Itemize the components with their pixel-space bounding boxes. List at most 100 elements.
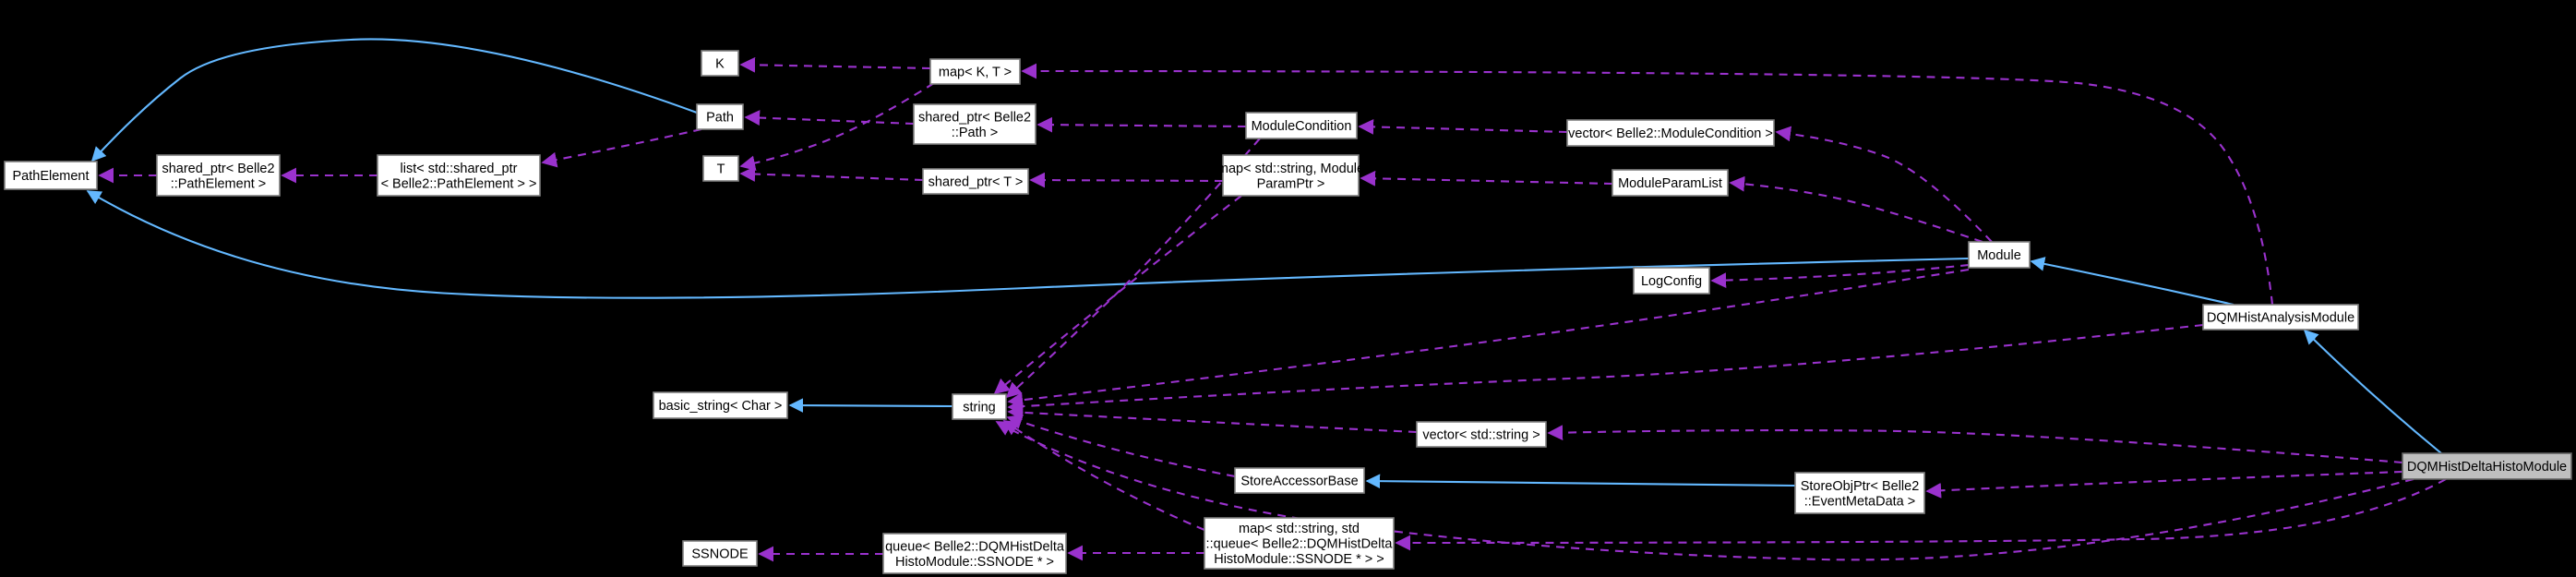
- edge-dqm-hist-delta-histo-module-to-store-obj-ptr-event-meta-data: [1925, 470, 2403, 499]
- edge-dqm-hist-delta-histo-module-to-vector-std-string: [1547, 425, 2403, 464]
- node-basic-string-char[interactable]: basic_string< Char >: [653, 391, 788, 419]
- edge-dqm-hist-delta-histo-module-to-map-queue-ssnode: [1395, 478, 2447, 551]
- node-map-k-t[interactable]: map< K, T >: [929, 58, 1021, 85]
- edge-module-to-log-config: [1710, 263, 1970, 289]
- node-vector-module-condition[interactable]: vector< Belle2::ModuleCondition >: [1566, 119, 1775, 147]
- node-list-shared-ptr-path-element-box[interactable]: [377, 154, 541, 197]
- node-log-config[interactable]: LogConfig: [1633, 267, 1710, 295]
- node-list-shared-ptr-path-element-label: list< std::shared_ptr< Belle2::PathEleme…: [381, 162, 537, 192]
- node-shared-ptr-belle2-path-box[interactable]: [913, 103, 1036, 145]
- node-shared-ptr-t[interactable]: shared_ptr< T >: [922, 168, 1029, 195]
- node-dqm-hist-analysis-module[interactable]: DQMHistAnalysisModule: [2202, 304, 2359, 331]
- node-path-element-label: PathElement: [12, 169, 89, 184]
- node-t-box[interactable]: [702, 155, 739, 182]
- node-k-box[interactable]: [701, 50, 739, 77]
- node-store-obj-ptr-event-meta-data-label: StoreObjPtr< Belle2::EventMetaData >: [1801, 479, 1920, 510]
- edge-module-to-string: [1007, 268, 1970, 408]
- node-store-obj-ptr-event-meta-data[interactable]: StoreObjPtr< Belle2::EventMetaData >: [1794, 472, 1925, 514]
- edge-store-obj-ptr-event-meta-data-to-store-accessor-base: [1365, 474, 1796, 489]
- node-store-accessor-base-label: StoreAccessorBase: [1240, 475, 1358, 489]
- edge-vector-module-condition-to-module-condition: [1358, 119, 1568, 135]
- node-string-box[interactable]: [952, 393, 1007, 420]
- node-dqm-hist-analysis-module-box[interactable]: [2202, 304, 2359, 331]
- node-module-param-list-box[interactable]: [1611, 169, 1729, 197]
- edge-module-to-vector-module-condition: [1775, 126, 1993, 243]
- node-vector-module-condition-label: vector< Belle2::ModuleCondition >: [1568, 126, 1773, 141]
- node-module-param-list[interactable]: ModuleParamList: [1611, 169, 1729, 197]
- node-vector-module-condition-box[interactable]: [1566, 119, 1775, 147]
- edge-map-k-t-to-t: [739, 82, 935, 172]
- node-queue-ssnode-box[interactable]: [882, 533, 1067, 574]
- node-path[interactable]: Path: [696, 103, 744, 130]
- node-ssnode-box[interactable]: [682, 540, 758, 567]
- edge-module-to-module-param-list: [1729, 175, 1983, 243]
- node-dqm-hist-analysis-module-label: DQMHistAnalysisModule: [2207, 311, 2354, 326]
- node-module-condition[interactable]: ModuleCondition: [1245, 112, 1358, 139]
- node-store-accessor-base[interactable]: StoreAccessorBase: [1234, 467, 1365, 494]
- edge-dqm-hist-analysis-module-to-map-k-t: [1021, 63, 2274, 306]
- edges-layer: [86, 38, 2447, 562]
- node-vector-std-string-label: vector< std::string >: [1422, 428, 1540, 443]
- node-module-label: Module: [1977, 248, 2021, 263]
- node-shared-ptr-t-box[interactable]: [922, 168, 1029, 195]
- node-path-box[interactable]: [696, 103, 744, 130]
- node-path-element[interactable]: PathElement: [4, 161, 98, 190]
- node-dqm-hist-delta-histo-module-label: DQMHistDeltaHistoModule: [2407, 460, 2567, 475]
- edge-path-to-list-shared-ptr-path-element: [541, 127, 702, 168]
- node-shared-ptr-belle2-path[interactable]: shared_ptr< Belle2::Path >: [913, 103, 1036, 145]
- node-vector-std-string[interactable]: vector< std::string >: [1416, 421, 1547, 448]
- node-shared-ptr-path-element[interactable]: shared_ptr< Belle2::PathElement >: [156, 154, 281, 197]
- node-shared-ptr-belle2-path-label: shared_ptr< Belle2::Path >: [918, 110, 1031, 140]
- node-vector-std-string-box[interactable]: [1416, 421, 1547, 448]
- node-map-k-t-box[interactable]: [929, 58, 1021, 85]
- edge-module-param-list-to-map-string-moduleparamptr: [1360, 170, 1613, 186]
- node-map-k-t-label: map< K, T >: [939, 66, 1012, 80]
- node-map-queue-ssnode-label: map< std::string, std::queue< Belle2::DQ…: [1206, 522, 1394, 567]
- node-string[interactable]: string: [952, 393, 1007, 420]
- node-k[interactable]: K: [701, 50, 739, 77]
- edge-dqm-hist-analysis-module-to-module: [2030, 257, 2235, 307]
- edge-vector-std-string-to-string: [1007, 404, 1418, 434]
- node-list-shared-ptr-path-element[interactable]: list< std::shared_ptr< Belle2::PathEleme…: [377, 154, 541, 197]
- node-dqm-hist-delta-histo-module-box: [2402, 452, 2572, 480]
- node-store-accessor-base-box[interactable]: [1234, 467, 1365, 494]
- node-dqm-hist-delta-histo-module: DQMHistDeltaHistoModule: [2402, 452, 2572, 480]
- node-map-queue-ssnode[interactable]: map< std::string, std::queue< Belle2::DQ…: [1204, 517, 1395, 570]
- node-path-label: Path: [706, 111, 734, 126]
- node-path-element-box[interactable]: [4, 161, 98, 190]
- edge-path-to-path-element: [90, 38, 698, 162]
- node-string-label: string: [963, 401, 995, 415]
- node-basic-string-char-label: basic_string< Char >: [659, 399, 783, 414]
- node-map-queue-ssnode-box[interactable]: [1204, 517, 1395, 570]
- node-shared-ptr-path-element-label: shared_ptr< Belle2::PathElement >: [162, 162, 274, 192]
- node-log-config-box[interactable]: [1633, 267, 1710, 295]
- edge-map-string-moduleparamptr-to-shared-ptr-t: [1029, 172, 1224, 188]
- edge-module-condition-to-shared-ptr-belle2-path: [1036, 116, 1247, 133]
- node-ssnode[interactable]: SSNODE: [682, 540, 758, 567]
- node-module-condition-box[interactable]: [1245, 112, 1358, 139]
- node-t-label: T: [717, 162, 725, 177]
- node-shared-ptr-path-element-box[interactable]: [156, 154, 281, 197]
- node-k-label: K: [715, 57, 725, 72]
- edge-dqm-hist-analysis-module-to-string: [1007, 323, 2204, 415]
- edge-module-condition-to-string: [1005, 138, 1261, 399]
- node-basic-string-char-box[interactable]: [653, 391, 788, 419]
- node-module[interactable]: Module: [1968, 241, 2031, 269]
- node-module-param-list-label: ModuleParamList: [1618, 176, 1722, 191]
- node-shared-ptr-t-label: shared_ptr< T >: [929, 175, 1024, 190]
- edge-module-to-path-element: [86, 190, 1970, 299]
- node-map-string-moduleparamptr-box[interactable]: [1222, 154, 1360, 197]
- node-ssnode-label: SSNODE: [691, 547, 749, 562]
- node-module-box[interactable]: [1968, 241, 2031, 269]
- node-store-obj-ptr-event-meta-data-box[interactable]: [1794, 472, 1925, 514]
- nodes-layer: PathElement shared_ptr< Belle2::PathEleme…: [4, 50, 2572, 574]
- edge-dqm-hist-delta-histo-module-to-dqm-hist-analysis-module: [2303, 329, 2442, 454]
- edge-map-queue-ssnode-to-string: [1002, 420, 1205, 531]
- node-t[interactable]: T: [702, 155, 739, 182]
